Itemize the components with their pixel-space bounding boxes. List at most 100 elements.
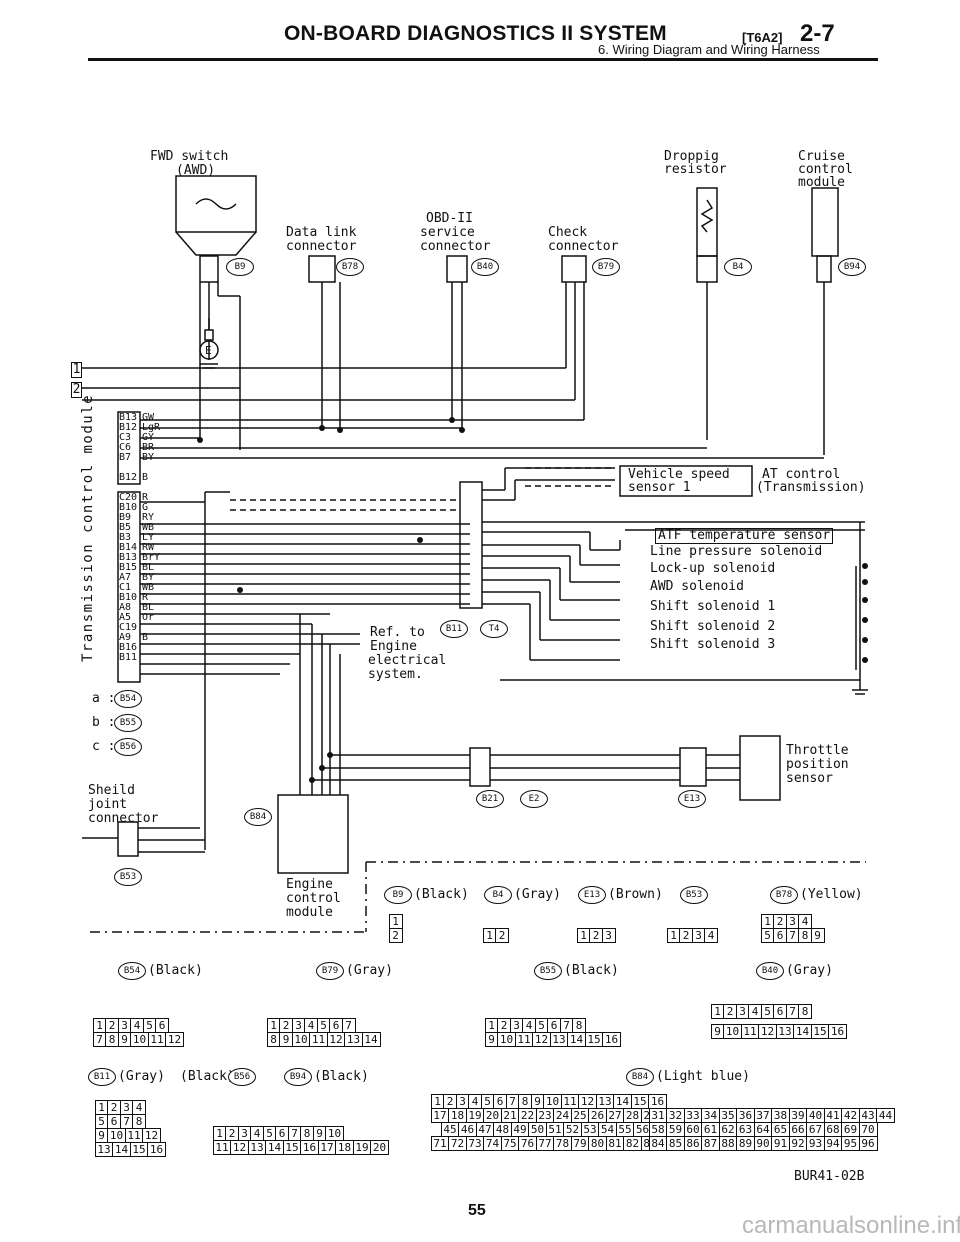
connector-pin: 13 <box>344 1032 363 1047</box>
connector-b21: B21 <box>476 790 504 808</box>
connector-pin: 12 <box>326 1032 346 1047</box>
connector-pin: 8 <box>132 1114 146 1129</box>
legend-b94-badge: B94 <box>284 1068 312 1086</box>
ecm-label-3: module <box>286 905 333 920</box>
fwd-switch-label: FWD switch <box>150 149 229 164</box>
tcm-wire-color: WB <box>142 522 155 533</box>
connector-pin: 11 <box>124 1128 144 1143</box>
throttle-label: Throttle <box>786 743 849 758</box>
connector-pin: 22 <box>518 1108 537 1123</box>
connector-pin: 15 <box>129 1142 149 1157</box>
page-number: 55 <box>468 1202 486 1219</box>
connector-pin: 13 <box>775 1024 795 1039</box>
line-pressure-label: Line pressure solenoid <box>650 544 823 559</box>
legend-b84-color: (Light blue) <box>656 1069 750 1084</box>
connector-pin: 16 <box>828 1024 847 1039</box>
connector-pin: 73 <box>465 1136 485 1151</box>
connector-b11: B11 <box>440 620 468 638</box>
shield-label-2: joint <box>88 797 128 812</box>
connector-pin: 17 <box>317 1140 337 1155</box>
connector-pin: 8 <box>572 1018 586 1033</box>
legend-b11-badge: B11 <box>88 1068 116 1086</box>
dropping-label: Droppig <box>664 149 719 164</box>
legend-b4-color: (Gray) <box>514 887 561 902</box>
connector-pin: 21 <box>500 1108 520 1123</box>
legend-b9-color: (Black) <box>414 887 469 902</box>
connector-pin: 6 <box>155 1018 169 1033</box>
connector-pin: 19 <box>465 1108 485 1123</box>
connector-pin: 10 <box>291 1032 311 1047</box>
tcm-wire-color: RW <box>142 542 155 553</box>
connector-pin: 2 <box>723 1004 737 1019</box>
connector-pin: 40 <box>806 1108 825 1123</box>
obd-label: OBD-II <box>426 211 473 226</box>
tcm-wire-color <box>142 643 160 653</box>
connector-pin: 51 <box>545 1122 565 1137</box>
connector-pin: 28 <box>623 1108 642 1123</box>
tcm-pin: B12 <box>119 422 138 433</box>
connector-pin: 7 <box>92 1032 107 1047</box>
throttle-label-2: position <box>786 757 849 772</box>
connector-pin: 34 <box>701 1108 720 1123</box>
connector-pin: 52 <box>563 1122 582 1137</box>
connector-pin: 50 <box>528 1122 547 1137</box>
connector-pin: 27 <box>605 1108 625 1123</box>
connector-pin: 7 <box>785 928 800 943</box>
connector-pin: 70 <box>858 1122 878 1137</box>
legend-b9-badge: B9 <box>384 886 412 904</box>
connector-pin: 2 <box>388 928 403 943</box>
connector-pin: 89 <box>736 1136 755 1151</box>
connector-pin: 10 <box>723 1024 742 1039</box>
connector-pin: 91 <box>771 1136 790 1151</box>
legend-b: b : <box>92 715 116 730</box>
connector-pin: 35 <box>718 1108 738 1123</box>
tcm-pin: B10 <box>119 502 138 513</box>
data-link-label: Data link <box>286 225 357 240</box>
connector-pin: 54 <box>598 1122 617 1137</box>
connector-b9: B9 <box>226 258 254 276</box>
connector-pin: 72 <box>448 1136 467 1151</box>
connector-pin: 14 <box>613 1094 632 1109</box>
connector-pin: 75 <box>500 1136 520 1151</box>
connector-b55: B55 <box>114 714 142 732</box>
connector-pin: 76 <box>518 1136 537 1151</box>
connector-pin: 33 <box>683 1108 703 1123</box>
tcm-pin: B5 <box>119 522 132 533</box>
connector-pin: 16 <box>602 1032 621 1047</box>
connector-pin: 14 <box>265 1140 284 1155</box>
connector-b94: B94 <box>838 258 866 276</box>
tcm-wire-color: R <box>142 492 149 503</box>
connector-pin: 4 <box>704 928 718 943</box>
watermark: carmanualsonline.info <box>742 1212 960 1239</box>
connector-pin: 93 <box>806 1136 825 1151</box>
legend-c: c : <box>92 739 116 754</box>
connector-pin: 41 <box>823 1108 843 1123</box>
legend-b11-color: (Gray) <box>118 1069 165 1084</box>
connector-pin: 87 <box>701 1136 720 1151</box>
tcm-wire-color: R <box>142 592 149 603</box>
connector-pin: 25 <box>570 1108 590 1123</box>
connector-pin: 78 <box>553 1136 572 1151</box>
connector-pin: 96 <box>858 1136 878 1151</box>
connector-pin: 49 <box>510 1122 530 1137</box>
connector-pin: 69 <box>841 1122 860 1137</box>
tcm-pin: C3 <box>119 432 132 443</box>
connector-pin: 15 <box>630 1094 650 1109</box>
legend-b78-color: (Yellow) <box>800 887 863 902</box>
page-title: ON-BOARD DIAGNOSTICS II SYSTEM <box>284 22 667 45</box>
legend-b79-color: (Gray) <box>346 963 393 978</box>
tcm-wire-color: LY <box>142 532 155 543</box>
legend-b55-color: (Black) <box>564 963 619 978</box>
shift3-label: Shift solenoid 3 <box>650 637 776 652</box>
connector-pin: 17 <box>430 1108 450 1123</box>
ground-terminal-2: 2 <box>71 382 82 398</box>
